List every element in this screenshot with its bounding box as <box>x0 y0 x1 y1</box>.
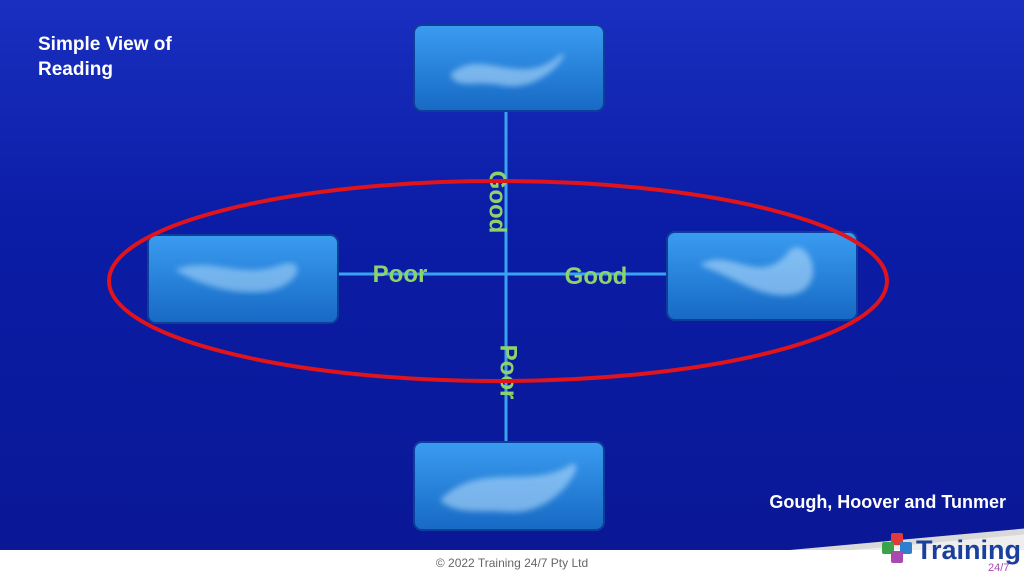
top-box <box>413 24 605 112</box>
horizontal-right-label: Good <box>565 263 628 290</box>
copyright-text: © 2022 Training 24/7 Pty Ltd <box>435 556 589 570</box>
horizontal-left-label: Poor <box>373 261 428 288</box>
logo-subtext: 24/7 <box>988 562 1010 574</box>
slide-title: Simple View of Reading <box>38 34 172 80</box>
right-box <box>666 231 858 321</box>
vertical-bottom-label: Poor <box>495 345 522 400</box>
logo-wordmark: Training <box>916 535 1022 565</box>
footer-swoosh-decoration <box>790 528 1024 552</box>
highlight-ellipse <box>107 179 889 383</box>
footer-bar: © 2022 Training 24/7 Pty Ltd <box>0 550 1024 576</box>
bottom-box <box>413 441 605 531</box>
training-logo-icon <box>882 533 912 563</box>
training-logo: Training 24/7 <box>880 531 1022 576</box>
slide: Simple View of Reading <box>0 0 1024 550</box>
left-box <box>147 234 339 324</box>
reading-quadrant-diagram: Good Poor Poor Good <box>107 24 889 531</box>
attribution-credit: Gough, Hoover and Tunmer <box>769 492 1006 512</box>
